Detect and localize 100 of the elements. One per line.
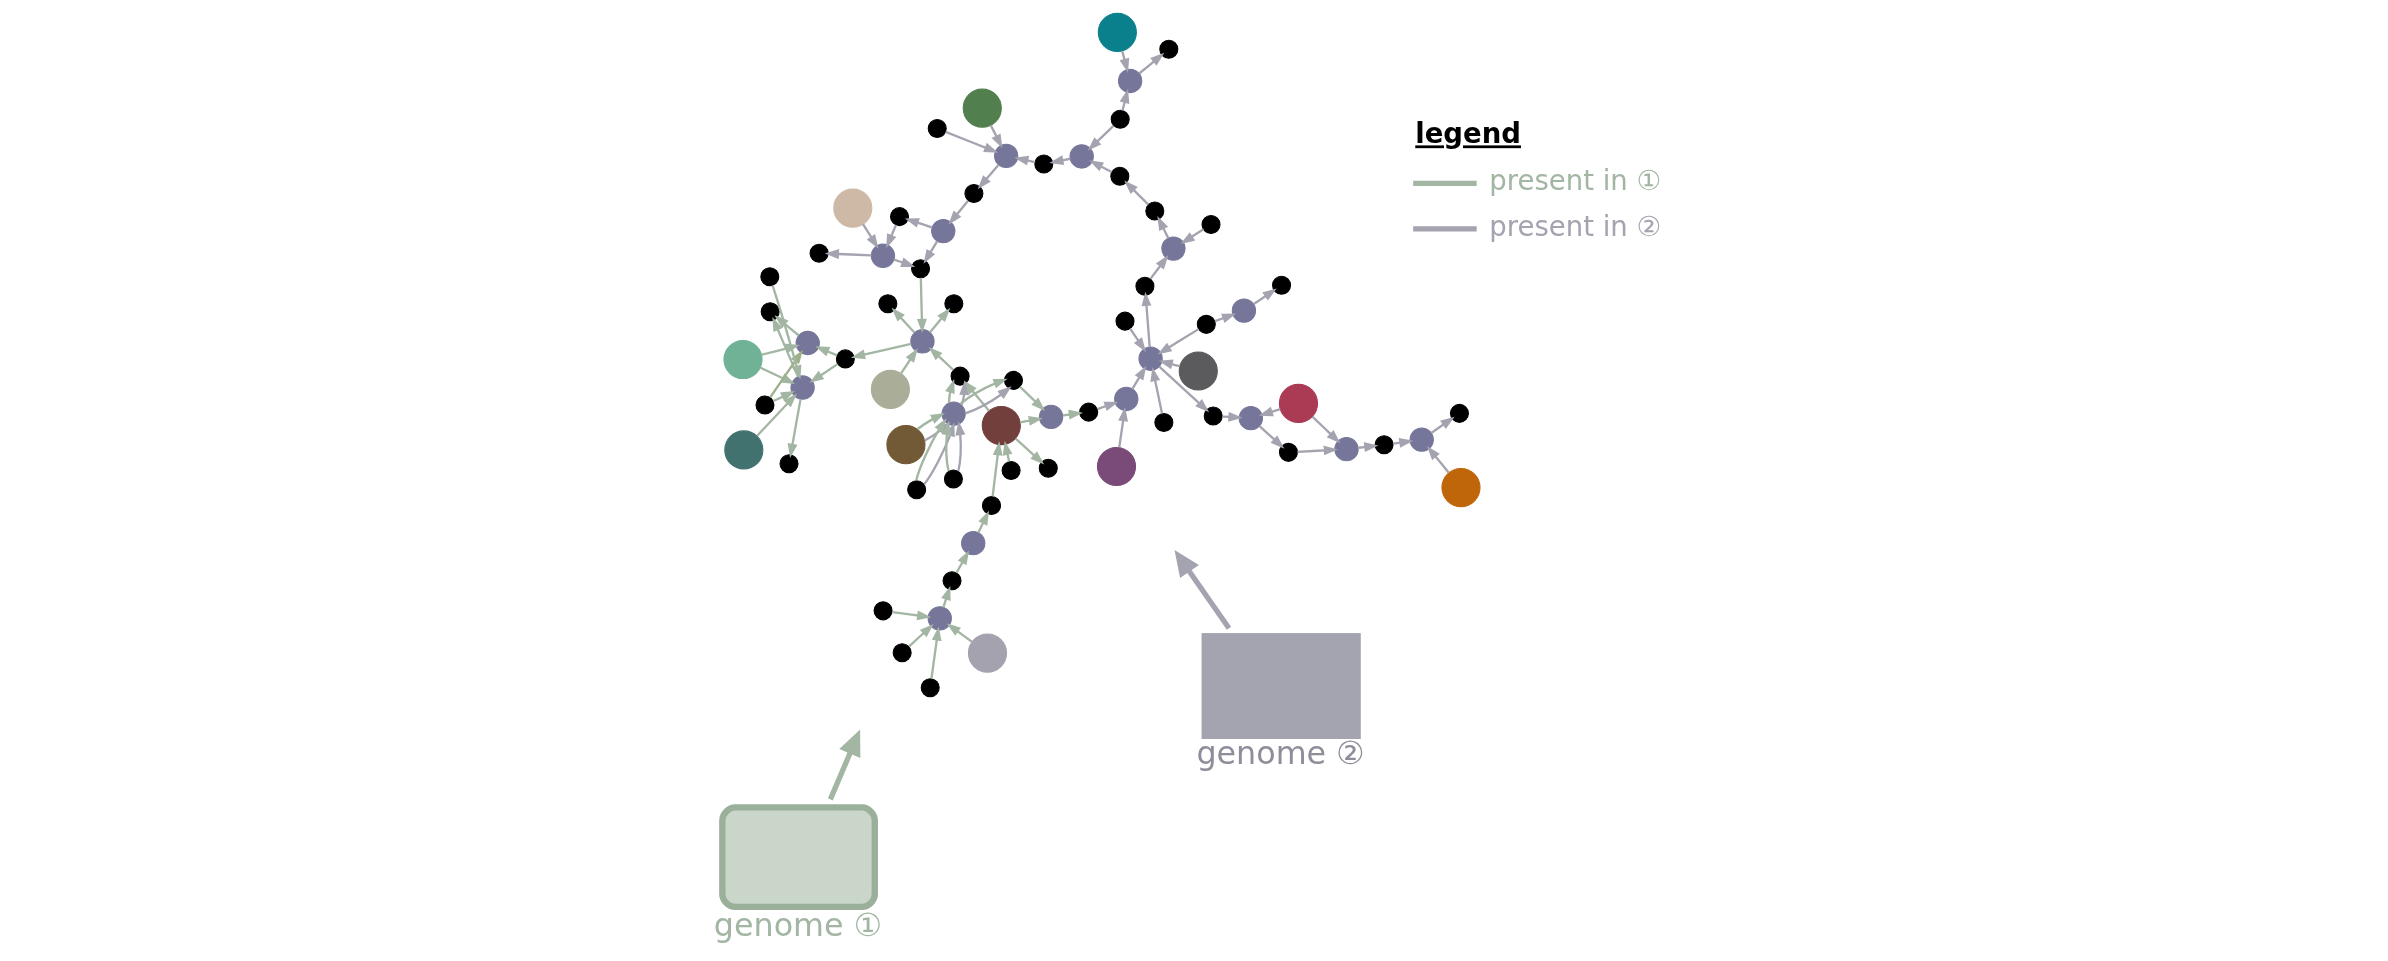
arrow [1180, 227, 1205, 244]
arrow [1311, 415, 1341, 443]
node-circle [1161, 235, 1186, 261]
node-circle [1231, 298, 1257, 323]
arrow [862, 223, 879, 249]
arrow [1430, 416, 1455, 434]
arrow [929, 307, 951, 333]
node-circle [1145, 200, 1165, 220]
node-circle [944, 293, 964, 313]
arrow [916, 277, 927, 333]
arrow [827, 729, 861, 800]
node-circle [1097, 12, 1137, 52]
arrow [1019, 385, 1045, 411]
arrow [1118, 406, 1128, 447]
arrow [945, 130, 999, 153]
node-circle [1178, 350, 1218, 391]
arrow [946, 622, 973, 643]
node-circle [941, 401, 966, 426]
node-circle [1110, 109, 1130, 129]
node-circle [1409, 427, 1434, 452]
arrow [1089, 159, 1113, 173]
node-circle [907, 479, 927, 499]
arrow [1157, 327, 1200, 354]
arrow [977, 163, 1000, 189]
node-circle [779, 453, 799, 473]
arrow [916, 412, 945, 430]
node-circle [1034, 153, 1054, 173]
arrow [904, 217, 933, 228]
arrow [892, 609, 932, 620]
arrow [787, 398, 802, 458]
node-circle [1138, 346, 1163, 371]
arrow [891, 307, 916, 333]
node-circle [1449, 403, 1469, 423]
node-circle [994, 143, 1019, 168]
node-circle [1069, 143, 1094, 169]
node-circle [964, 183, 984, 203]
node-circle [833, 188, 873, 228]
node-circle [1038, 458, 1058, 478]
arrow [809, 362, 839, 383]
arrow [769, 349, 804, 398]
node-circle [1096, 446, 1137, 486]
node-circle [1115, 311, 1135, 331]
node-circle [835, 348, 855, 368]
node-circle [892, 642, 912, 662]
arrow [1129, 327, 1146, 352]
node-circle [723, 339, 763, 379]
arrow [1149, 254, 1169, 280]
arrow [1158, 365, 1210, 412]
arrow [941, 420, 952, 471]
arrow [1158, 359, 1180, 369]
arrow [1253, 288, 1277, 305]
arrow [1119, 50, 1130, 73]
node-circle [1203, 406, 1223, 426]
arrow [1131, 365, 1147, 389]
arrow [1258, 424, 1285, 449]
arrow [928, 346, 954, 371]
node-circle [981, 495, 1002, 515]
node-circle [1159, 39, 1179, 59]
node-circle [950, 366, 970, 386]
node-circle [1441, 467, 1481, 507]
node-circle [870, 369, 910, 409]
node-circle [873, 600, 893, 620]
arrow [900, 347, 918, 374]
node-circle [1278, 383, 1319, 423]
node-circle [920, 677, 940, 697]
arrow [955, 549, 970, 573]
node-circle [1201, 214, 1221, 234]
arrow [850, 342, 912, 359]
arrow [1297, 444, 1338, 455]
node-circle [1110, 166, 1130, 186]
node-label: genome ② [1196, 734, 1365, 771]
node-circle [1135, 276, 1155, 296]
node-circle [790, 374, 815, 400]
node-circle [931, 218, 956, 243]
node-circle [878, 293, 898, 313]
node-circle [755, 394, 775, 414]
node-circle [1001, 460, 1021, 480]
node-circle [1238, 405, 1263, 430]
node-circle [1272, 275, 1292, 295]
arrow [1097, 401, 1119, 411]
node-circle [1114, 386, 1139, 411]
node-circle [927, 118, 947, 138]
node-circle [910, 328, 935, 353]
arrow [963, 380, 990, 411]
arrow [824, 248, 872, 259]
node-circle [760, 301, 780, 321]
node-circle [1196, 314, 1216, 334]
node-circle [1079, 402, 1099, 422]
node-label: genome ① [713, 906, 883, 943]
arrow [1358, 441, 1379, 452]
node-circle [967, 633, 1008, 673]
arrow [1087, 124, 1115, 151]
legend-label: present in ① [1489, 163, 1662, 196]
arrow [1258, 406, 1281, 416]
node-circle [1278, 442, 1298, 462]
arrow [1150, 366, 1164, 414]
arrow [815, 345, 838, 356]
legend-label: present in ② [1489, 209, 1662, 242]
node-circle [1374, 434, 1394, 454]
arrow [1014, 155, 1035, 165]
